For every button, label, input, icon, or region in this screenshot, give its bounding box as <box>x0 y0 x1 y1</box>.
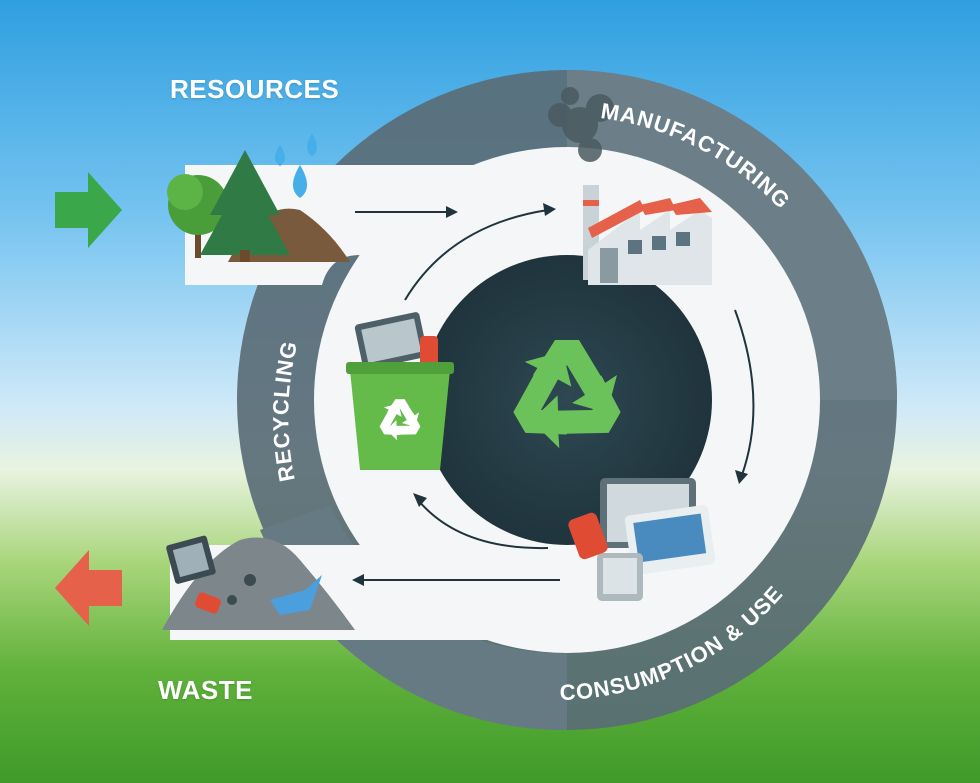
devices-icon <box>568 478 716 601</box>
flow-arrows <box>352 203 755 586</box>
pine-tree-icon <box>200 150 290 255</box>
core-circle <box>422 255 712 545</box>
label-resources: RESOURCES <box>170 74 340 104</box>
output-arrow-icon <box>55 550 122 626</box>
label-waste: WASTE <box>158 675 253 705</box>
input-arrow-icon <box>55 172 122 248</box>
water-drops-icon <box>275 133 317 198</box>
recycle-symbol-icon <box>513 340 621 449</box>
resources-illustration <box>167 133 350 262</box>
soda-can-icon <box>568 512 608 560</box>
waste-pile-icon <box>162 535 355 630</box>
recycle-bin-icon <box>346 312 454 470</box>
consumption-to-recycling-arrow <box>417 499 549 550</box>
recycling-to-manufacturing-arrow <box>404 209 549 301</box>
smoke-icon <box>548 87 614 162</box>
factory-icon <box>583 185 712 285</box>
manufacturing-to-consumption-arrow <box>734 309 755 476</box>
